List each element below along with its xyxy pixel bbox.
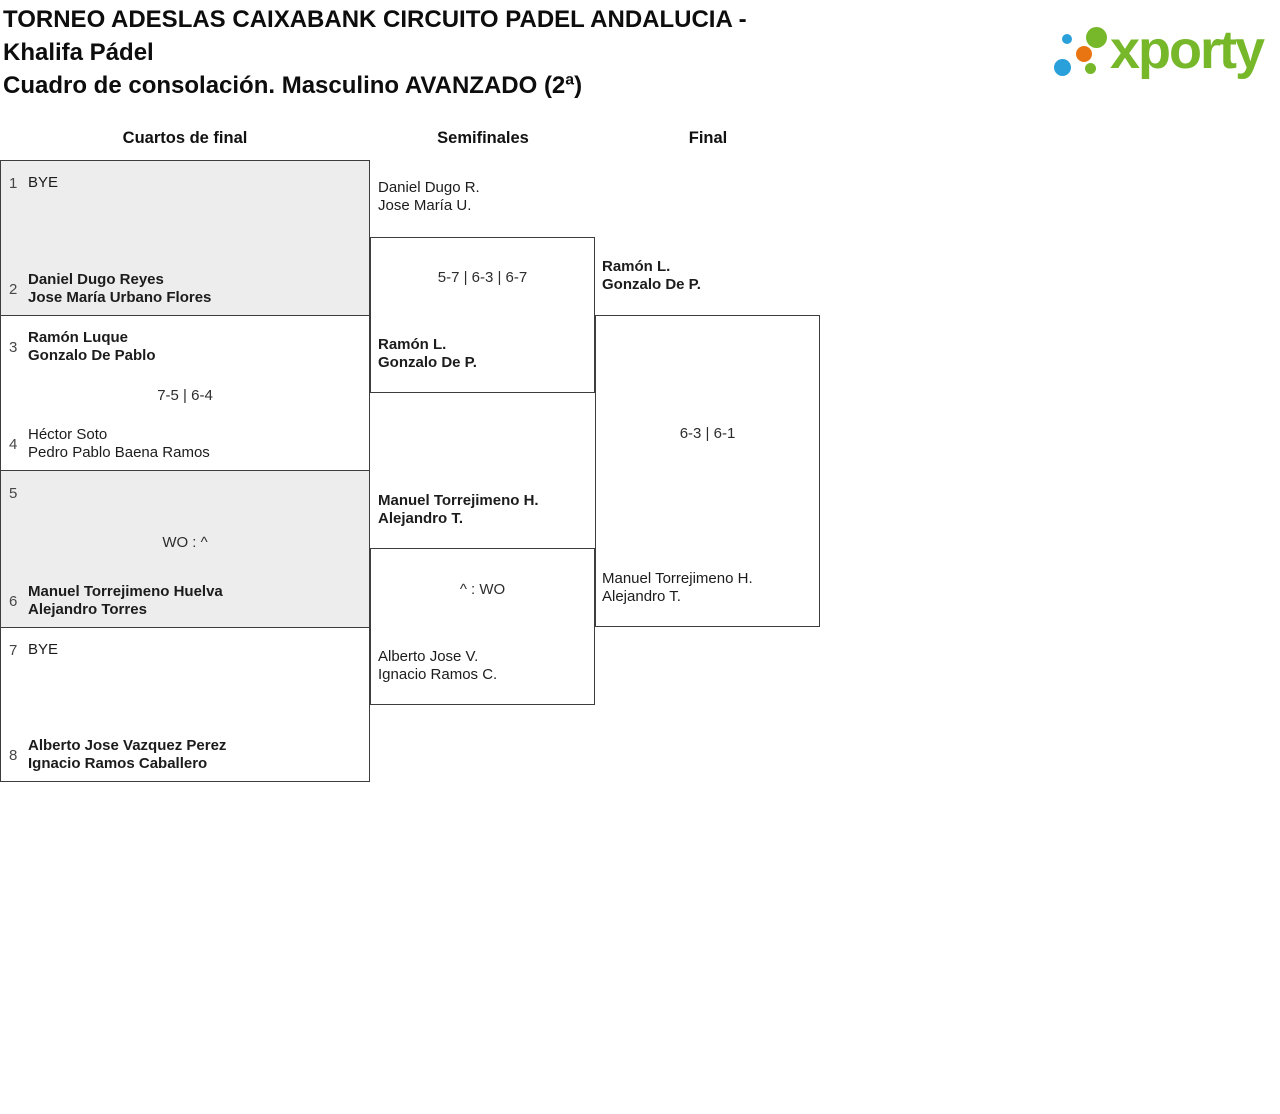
sf1-top-team: Daniel Dugo R. Jose María U. bbox=[378, 179, 480, 214]
team-names: BYE bbox=[28, 174, 59, 191]
round-header-semifinales: Semifinales bbox=[437, 129, 529, 147]
seed-number: 3 bbox=[9, 338, 18, 356]
final-match-box bbox=[595, 315, 820, 627]
sf-match-2-box bbox=[370, 548, 595, 705]
qf-team-seed-1: 1 BYE bbox=[9, 174, 361, 192]
logo-dot-green-big-icon bbox=[1086, 27, 1107, 48]
qf-team-seed-4: 4 Héctor Soto Pedro Pablo Baena Ramos bbox=[9, 426, 361, 462]
seed-number: 8 bbox=[9, 746, 18, 764]
team-names: BYE bbox=[28, 641, 59, 658]
team-names: Héctor Soto Pedro Pablo Baena Ramos bbox=[28, 426, 210, 461]
sf-match-2-score: ^ : WO bbox=[459, 581, 506, 598]
seed-number: 6 bbox=[9, 592, 18, 610]
page-title-line3: Cuadro de consolación. Masculino AVANZAD… bbox=[3, 72, 583, 99]
qf-match-3: 5 WO : ^ 6 Manuel Torrejimeno Huelva Ale… bbox=[1, 471, 369, 628]
round-header-final: Final bbox=[688, 129, 728, 147]
qf-match-4: 7 BYE 8 Alberto Jose Vazquez Perez Ignac… bbox=[1, 628, 369, 781]
sf-match-1-box bbox=[370, 237, 595, 393]
qf-match-1: 1 BYE 2 Daniel Dugo Reyes Jose María Urb… bbox=[1, 161, 369, 316]
seed-number: 2 bbox=[9, 280, 18, 298]
seed-number: 1 bbox=[9, 174, 18, 192]
logo-dot-blue-big-icon bbox=[1054, 59, 1071, 76]
logo-dot-green-small-icon bbox=[1085, 63, 1096, 74]
qf-match-4-score bbox=[9, 689, 361, 707]
xporty-logo-text: xporty bbox=[1110, 20, 1265, 80]
final-bottom-team: Manuel Torrejimeno H. Alejandro T. bbox=[602, 570, 753, 605]
sf-match-1-score: 5-7 | 6-3 | 6-7 bbox=[437, 269, 528, 286]
page-title: TORNEO ADESLAS CAIXABANK CIRCUITO PADEL … bbox=[3, 3, 903, 102]
qf-team-seed-7: 7 BYE bbox=[9, 641, 361, 659]
qf-match-1-score bbox=[9, 223, 361, 241]
logo-dot-blue-small-icon bbox=[1062, 34, 1072, 44]
team-names: Alberto Jose Vazquez Perez Ignacio Ramos… bbox=[28, 737, 227, 772]
qf-team-seed-5: 5 bbox=[9, 484, 361, 502]
seed-number: 4 bbox=[9, 435, 18, 453]
qf-match-2: 3 Ramón Luque Gonzalo De Pablo 7-5 | 6-4… bbox=[1, 316, 369, 471]
logo-dot-orange-icon bbox=[1076, 46, 1092, 62]
qf-match-2-score: 7-5 | 6-4 bbox=[157, 386, 213, 404]
page-title-line1: TORNEO ADESLAS CAIXABANK CIRCUITO PADEL … bbox=[3, 6, 747, 33]
qf-team-seed-3: 3 Ramón Luque Gonzalo De Pablo bbox=[9, 329, 361, 365]
sf1-bottom-team: Ramón L. Gonzalo De P. bbox=[378, 336, 477, 371]
qf-team-seed-6: 6 Manuel Torrejimeno Huelva Alejandro To… bbox=[9, 583, 361, 619]
page-title-line2: Khalifa Pádel bbox=[3, 39, 154, 66]
team-names: Daniel Dugo Reyes Jose María Urbano Flor… bbox=[28, 271, 212, 306]
seed-number: 5 bbox=[9, 484, 18, 502]
sf2-top-team: Manuel Torrejimeno H. Alejandro T. bbox=[378, 492, 539, 527]
team-names: Manuel Torrejimeno Huelva Alejandro Torr… bbox=[28, 583, 223, 618]
quarterfinals-column: 1 BYE 2 Daniel Dugo Reyes Jose María Urb… bbox=[0, 160, 370, 782]
qf-team-seed-2: 2 Daniel Dugo Reyes Jose María Urbano Fl… bbox=[9, 271, 361, 307]
team-names: Ramón Luque Gonzalo De Pablo bbox=[28, 329, 156, 364]
seed-number: 7 bbox=[9, 641, 18, 659]
sf2-bottom-team: Alberto Jose V. Ignacio Ramos C. bbox=[378, 648, 498, 683]
final-top-team: Ramón L. Gonzalo De P. bbox=[602, 258, 701, 293]
round-header-cuartos-de-final: Cuartos de final bbox=[122, 129, 248, 147]
qf-match-3-score: WO : ^ bbox=[162, 533, 208, 551]
qf-team-seed-8: 8 Alberto Jose Vazquez Perez Ignacio Ram… bbox=[9, 737, 361, 773]
xporty-logo[interactable]: xporty bbox=[1048, 20, 1273, 100]
final-score: 6-3 | 6-1 bbox=[679, 425, 736, 442]
